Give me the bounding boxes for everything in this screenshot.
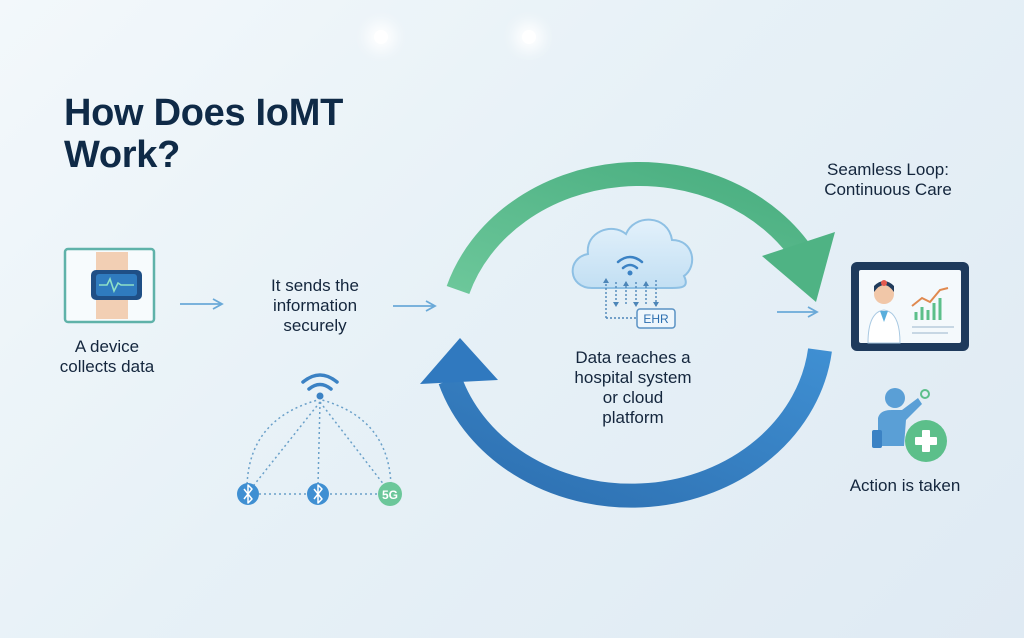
- wearable-band-icon: [63, 247, 156, 324]
- step-device-label: A device collects data: [42, 337, 172, 377]
- wireless-network-icon: 5G: [237, 373, 402, 506]
- ehr-label: EHR: [643, 312, 669, 326]
- green-cycle-arrow: [446, 161, 835, 302]
- label-line: or cloud: [602, 388, 664, 407]
- label-line: Data reaches a: [575, 348, 691, 367]
- 5g-icon: [378, 482, 402, 506]
- light-glow: [374, 30, 388, 44]
- page-title: How Does IoMT Work?: [64, 92, 343, 176]
- label-line: Seamless Loop:: [827, 160, 949, 179]
- seamless-loop-label: Seamless Loop: Continuous Care: [808, 160, 968, 200]
- label-line: Action is taken: [849, 476, 961, 495]
- title-line-1: How Does IoMT: [64, 92, 343, 134]
- label-line: collects data: [59, 357, 155, 376]
- light-glow: [522, 30, 536, 44]
- label-line: Continuous Care: [824, 180, 952, 199]
- title-line-2: Work?: [64, 134, 181, 176]
- step-platform-label: Data reaches a hospital system or cloud …: [553, 348, 713, 428]
- label-line: hospital system: [574, 368, 692, 387]
- label-line: A device: [74, 337, 140, 356]
- step-action-label: Action is taken: [830, 476, 980, 496]
- label-line: It sends the: [271, 276, 359, 295]
- 5g-label: 5G: [382, 488, 398, 502]
- step-send-label: It sends the information securely: [245, 276, 385, 336]
- label-line: securely: [283, 316, 347, 335]
- blue-cycle-arrow: [420, 338, 832, 508]
- doctor-dashboard-tablet-icon: [851, 262, 969, 351]
- patient-care-plus-icon: [872, 388, 947, 462]
- cloud-icon: EHR: [571, 218, 693, 329]
- label-line: platform: [602, 408, 664, 427]
- label-line: information: [272, 296, 358, 315]
